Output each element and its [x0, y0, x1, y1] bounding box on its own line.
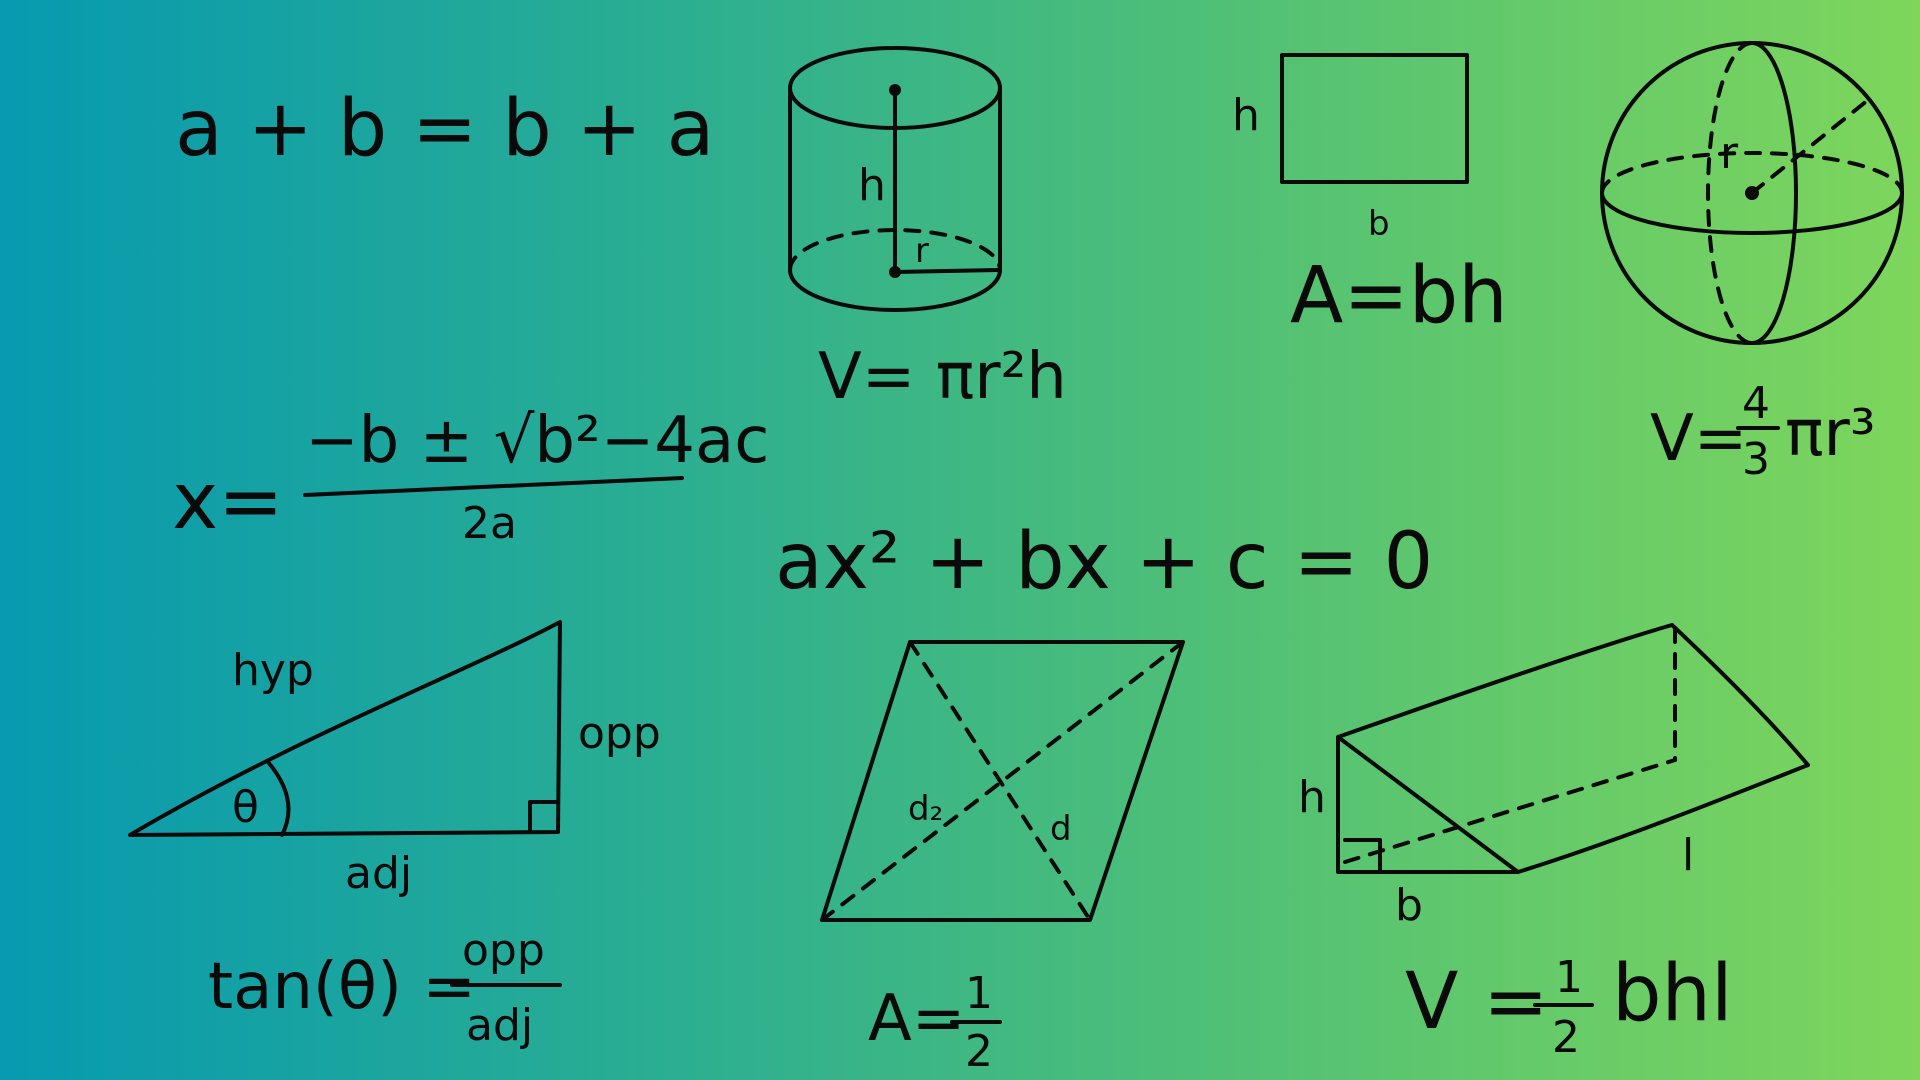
- rectangle-figure: h b: [1232, 53, 1469, 244]
- quadratic-denominator: 2a: [462, 498, 517, 549]
- rectangle-area-formula: A=bh: [1290, 251, 1508, 341]
- rhombus-area-num: 1: [965, 968, 993, 1019]
- quadratic-numerator: −b ± √b²−4ac: [305, 404, 769, 478]
- quadratic-equation: ax² + bx + c = 0: [775, 517, 1433, 607]
- tan-lhs: tan(θ) =: [208, 950, 476, 1024]
- quadratic-lhs: x=: [172, 457, 284, 547]
- prism-volume-den: 2: [1552, 1012, 1580, 1063]
- triangle-theta-label: θ: [232, 782, 259, 833]
- prism-h-label: h: [1298, 772, 1326, 823]
- sphere-volume-prefix: V=: [1650, 402, 1747, 476]
- prism-volume-num: 1: [1555, 952, 1583, 1003]
- prism-volume-suffix: bhl: [1612, 949, 1733, 1039]
- tan-num: opp: [462, 925, 545, 976]
- rect-b-label: b: [1368, 204, 1390, 244]
- cylinder-r-label: r: [915, 231, 929, 271]
- triangular-prism-figure: h b l: [1298, 623, 1810, 931]
- prism-l-label: l: [1682, 830, 1694, 881]
- triangle-opp-label: opp: [578, 708, 661, 759]
- commutative-formula: a + b = b + a: [175, 84, 714, 174]
- prism-b-label: b: [1395, 880, 1423, 931]
- cylinder-h-label: h: [858, 160, 886, 211]
- right-triangle-figure: θ hyp opp adj: [128, 620, 661, 899]
- rhombus-area-den: 2: [965, 1026, 993, 1077]
- prism-volume-prefix: V =: [1405, 957, 1549, 1047]
- tan-den: adj: [466, 1000, 533, 1051]
- sphere-volume-suffix: πr³: [1785, 397, 1876, 471]
- sphere-volume-den: 3: [1742, 434, 1770, 485]
- rhombus-area-formula: A= 1 2: [868, 968, 1002, 1077]
- rhombus-figure: d₂ d: [820, 640, 1185, 922]
- tangent-formula: tan(θ) = opp adj: [208, 925, 562, 1051]
- quadratic-formula: x= −b ± √b²−4ac 2a: [172, 404, 769, 549]
- sphere-volume-num: 4: [1742, 378, 1770, 429]
- sphere-volume-formula: V= 4 3 πr³: [1650, 378, 1876, 485]
- rhombus-d1-label: d: [1050, 809, 1072, 849]
- rhombus-d2-label: d₂: [908, 789, 943, 829]
- cylinder-volume-formula: V= πr²h: [818, 340, 1067, 414]
- rhombus-area-prefix: A=: [868, 982, 965, 1056]
- prism-volume-formula: V = 1 2 bhl: [1405, 949, 1733, 1063]
- triangle-adj-label: adj: [345, 848, 412, 899]
- sphere-figure: r: [1600, 41, 1904, 345]
- sphere-r-label: r: [1720, 128, 1739, 179]
- triangle-hyp-label: hyp: [232, 645, 314, 696]
- cylinder-figure: h r: [788, 46, 1002, 312]
- rect-h-label: h: [1232, 90, 1260, 141]
